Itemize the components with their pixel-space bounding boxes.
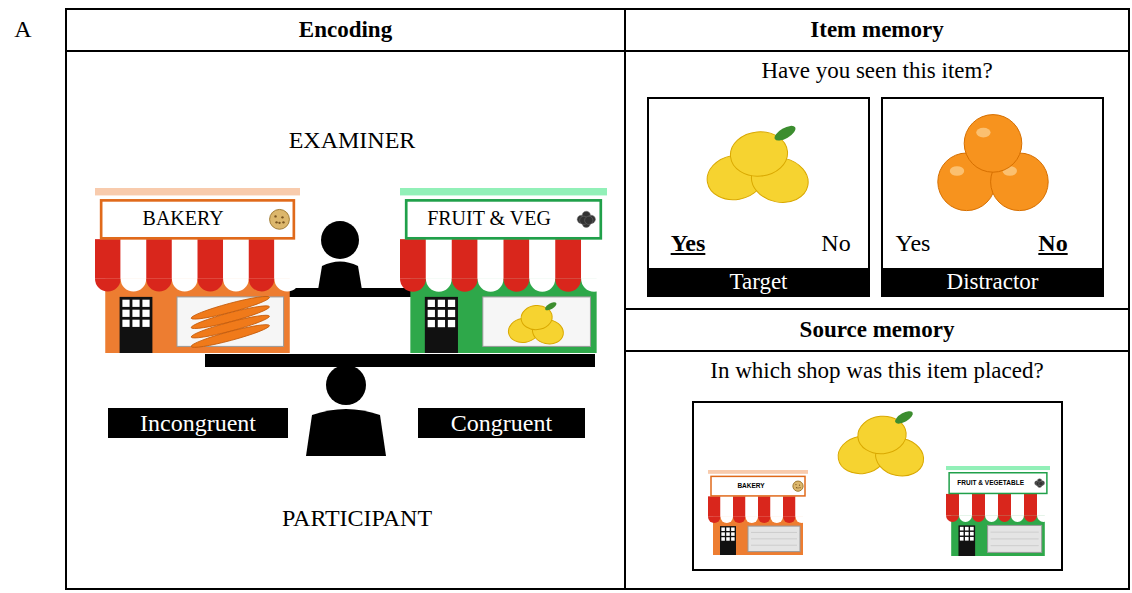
panel-letter: A <box>6 12 40 46</box>
fruit-picture <box>883 99 1102 295</box>
shop-illustration: BAKERY <box>95 188 300 353</box>
condition-label: Congruent <box>418 408 585 438</box>
test-card: Yes NoTarget <box>647 97 870 297</box>
answer-option: Yes <box>883 227 943 259</box>
question-text: Have you seen this item? <box>626 56 1128 86</box>
answer-option: Yes <box>658 227 718 259</box>
shop-illustration: FRUIT & VEGETABLE <box>946 466 1050 556</box>
shop-sign-text: FRUIT & VEGETABLE <box>953 473 1028 494</box>
test-card: Yes NoDistractor <box>881 97 1104 297</box>
panel-heading: Item memory <box>626 10 1128 52</box>
source-memory-panel: Source memory In which shop was this item… <box>624 308 1130 590</box>
card-caption: Distractor <box>883 268 1102 295</box>
panel-heading: Source memory <box>626 310 1128 352</box>
shop-sign-text: FRUIT & VEG <box>410 200 568 238</box>
card-caption: Target <box>649 268 868 295</box>
panel-heading: Encoding <box>67 10 624 52</box>
shop-illustration: BAKERY <box>708 470 808 555</box>
answer-option: No <box>1023 227 1083 259</box>
role-label: PARTICIPANT <box>247 502 467 534</box>
role-label: EXAMINER <box>252 124 452 156</box>
fruit-picture <box>649 99 868 295</box>
shop-illustration: FRUIT & VEG <box>400 188 607 353</box>
condition-text: Congruent <box>418 408 585 438</box>
shop-sign-text: BAKERY <box>715 476 787 496</box>
encoding-panel: EncodingBAKERY FRUIT & VEG Incongruent Cong… <box>65 8 626 590</box>
condition-text: Incongruent <box>108 408 288 438</box>
answer-option: No <box>806 227 866 259</box>
item-memory-panel: Item memoryHave you seen this item? Yes No… <box>624 8 1130 310</box>
question-text: In which shop was this item placed? <box>626 356 1128 386</box>
shop-sign-text: BAKERY <box>105 200 261 238</box>
condition-label: Incongruent <box>108 408 288 438</box>
